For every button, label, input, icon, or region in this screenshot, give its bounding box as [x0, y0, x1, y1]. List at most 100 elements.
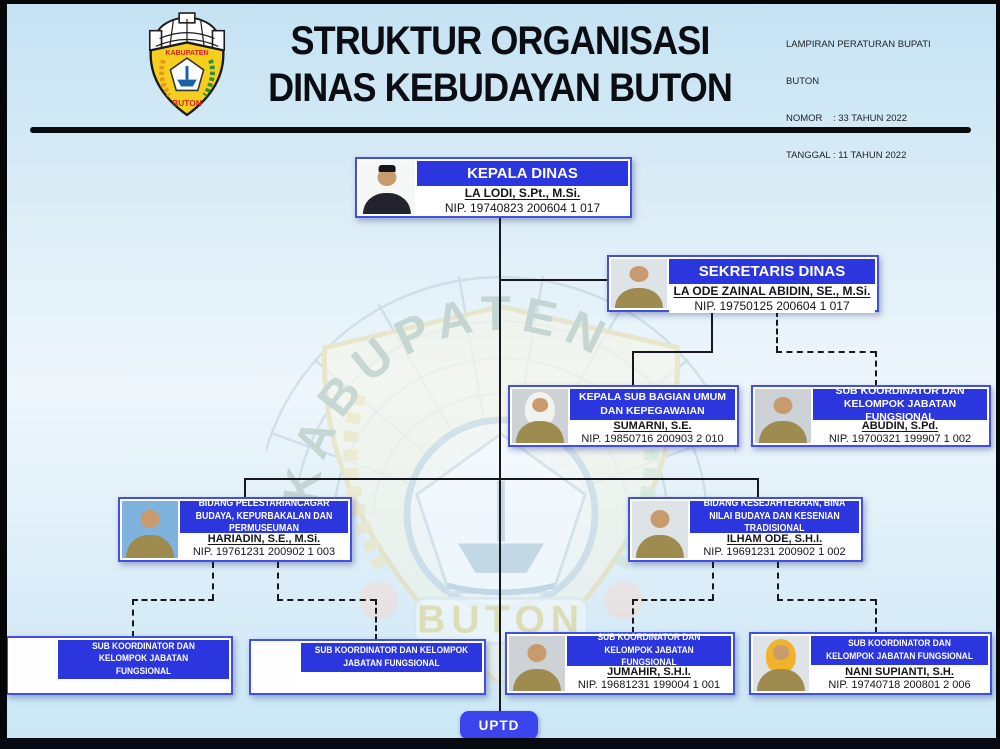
- subkoor-sekretariat-title: SUB KOORDINATOR DAN KELOMPOK JABATAN FUN…: [813, 385, 987, 423]
- logo-ship: [177, 65, 197, 87]
- connector-dashed-sekretaris-right-down: [776, 311, 778, 352]
- subkoor-4-name: NANI SUPIANTI, S.H.: [845, 665, 954, 678]
- org-box-subkoor-sekretariat: SUB KOORDINATOR DAN KELOMPOK JABATAN FUN…: [751, 385, 991, 447]
- connector-sekretaris-down: [711, 311, 713, 353]
- connector-bidang-horizontal: [244, 478, 759, 480]
- subkoor-3-name: JUMAHIR, S.H.I.: [607, 666, 691, 678]
- kasubbag-name: SUMARNI, S.E.: [613, 420, 692, 432]
- connector-dashed-bidleft-b: [132, 599, 214, 601]
- header-divider-line: [30, 127, 971, 133]
- connector-sekretaris-left: [632, 351, 713, 353]
- yellow-hijab-icon: [765, 639, 797, 674]
- page-title-line2: DINAS KEBUDAYAN BUTON: [268, 66, 733, 111]
- logo-buton-text: BUTON: [172, 98, 201, 108]
- org-box-bidang-kesejahteraan: BIDANG KESEJAHTERAAN, BINA NILAI BUDAYA …: [628, 497, 863, 562]
- kepala-dinas-title: KEPALA DINAS: [417, 161, 628, 186]
- page-title-line1: STRUKTUR ORGANISASI: [290, 19, 711, 63]
- watermark-wreath-left: [342, 392, 392, 577]
- bidang-kesejahteraan-photo: [632, 501, 688, 558]
- logo-wreath-right: [202, 59, 215, 97]
- subkoor-1-info: [58, 679, 229, 691]
- bidang-kesejahteraan-name: ILHAM ODE, S.H.I.: [726, 533, 823, 545]
- sekretaris-nip: NIP. 19750125 200604 1 017: [694, 299, 850, 313]
- subkoor-sekretariat-name: ABUDIN, S.Pd.: [861, 420, 939, 432]
- org-box-kasubbag-umum: KEPALA SUB BAGIAN UMUM DAN KEPEGAWAIAN S…: [508, 385, 739, 447]
- bidang-kesejahteraan-content: BIDANG KESEJAHTERAAN, BINA NILAI BUDAYA …: [690, 498, 859, 558]
- connector-dashed-bidright-a: [712, 562, 714, 600]
- connector-dashed-to-subkoor2: [375, 599, 377, 640]
- uptd-box: UPTD: [460, 711, 538, 740]
- subkoor-2-info: [301, 672, 482, 691]
- org-box-subkoor-2: SUB KOORDINATOR DAN KELOMPOK JABATAN FUN…: [249, 639, 486, 695]
- connector-to-kasubbag: [632, 351, 634, 386]
- watermark-ship: [447, 480, 555, 596]
- bidang-pelestarian-name: HARIADIN, S.E., M.Si.: [207, 533, 321, 545]
- subkoor-4-info: NANI SUPIANTI, S.H. NIP. 19740718 200801…: [811, 665, 988, 691]
- kasubbag-title: KEPALA SUB BAGIAN UMUM DAN KEPEGAWAIAN: [570, 389, 735, 420]
- bidang-pelestarian-content: BIDANG PELESTARIANCAGAR BUDAYA, KEPURBAK…: [180, 498, 348, 558]
- bidang-pelestarian-photo: [122, 501, 178, 558]
- connector-dashed-bidright-c: [777, 562, 779, 600]
- org-box-kepala-dinas: KEPALA DINAS LA LODI, S.Pt., M.Si. NIP. …: [355, 157, 632, 218]
- connector-dashed-to-subkoor3: [632, 599, 634, 633]
- subkoor-sekretariat-info: ABUDIN, S.Pd. NIP. 19700321 199907 1 002: [813, 420, 987, 445]
- subkoor-3-photo: [509, 636, 565, 691]
- subkoor-1-title: SUB KOORDINATOR DAN KELOMPOK JABATAN FUN…: [58, 640, 229, 680]
- subkoor-2-content: SUB KOORDINATOR DAN KELOMPOK JABATAN FUN…: [301, 643, 482, 691]
- subkoor-1-content: SUB KOORDINATOR DAN KELOMPOK JABATAN FUN…: [58, 640, 229, 691]
- subkoor-3-nip: NIP. 19681231 199004 1 001: [577, 679, 721, 691]
- regulation-annotation: LAMPIRAN PERATURAN BUPATI BUTON NOMOR : …: [786, 38, 931, 161]
- watermark-ornament-left: [359, 580, 399, 620]
- connector-dashed-to-subkoor1: [132, 599, 134, 637]
- subkoor-3-content: SUB KOORDINATOR DAN KELOMPOK JABATAN FUN…: [567, 632, 731, 691]
- subkoor-sekretariat-content: SUB KOORDINATOR DAN KELOMPOK JABATAN FUN…: [813, 385, 987, 445]
- org-box-subkoor-1: SUB KOORDINATOR DAN KELOMPOK JABATAN FUN…: [6, 636, 233, 695]
- subkoor-3-title: SUB KOORDINATOR DAN KELOMPOK JABATAN FUN…: [567, 632, 731, 668]
- subkoor-2-title: SUB KOORDINATOR DAN KELOMPOK JABATAN FUN…: [301, 643, 482, 672]
- subkoor-3-info: JUMAHIR, S.H.I. NIP. 19681231 199004 1 0…: [567, 666, 731, 691]
- org-box-sekretaris: SEKRETARIS DINAS LA ODE ZAINAL ABIDIN, S…: [607, 255, 879, 313]
- kepala-dinas-photo: [359, 161, 415, 214]
- connector-to-bidang-left: [244, 478, 246, 498]
- connector-dashed-to-subkoor-sek: [875, 351, 877, 386]
- sekretaris-name: LA ODE ZAINAL ABIDIN, SE., M.Si.: [673, 284, 871, 298]
- connector-dashed-bidleft-a: [212, 562, 214, 600]
- frame-edge-right: [996, 0, 1000, 749]
- connector-dashed-bidright-d: [777, 599, 876, 601]
- connector-to-bidang-right: [757, 478, 759, 498]
- frame-edge-bottom: [0, 738, 1000, 749]
- frame-edge-top: [0, 0, 1000, 4]
- subkoor-4-content: SUB KOORDINATOR DAN KELOMPOK JABATAN FUN…: [811, 636, 988, 691]
- subkoor-4-title: SUB KOORDINATOR DAN KELOMPOK JABATAN FUN…: [811, 636, 988, 665]
- kepala-dinas-content: KEPALA DINAS LA LODI, S.Pt., M.Si. NIP. …: [417, 161, 628, 215]
- sekretaris-title: SEKRETARIS DINAS: [669, 259, 875, 284]
- sekretaris-photo: [611, 259, 667, 308]
- subkoor-sekretariat-nip: NIP. 19700321 199907 1 002: [828, 433, 972, 445]
- page-title: STRUKTUR ORGANISASI DINAS KEBUDAYAN BUTO…: [257, 18, 743, 112]
- bidang-pelestarian-title: BIDANG PELESTARIANCAGAR BUDAYA, KEPURBAK…: [180, 498, 348, 534]
- connector-center-vertical: [499, 218, 501, 712]
- subkoor-sekretariat-photo: [755, 389, 811, 443]
- kabupaten-buton-logo: KABUPATEN BUTON: [148, 12, 226, 117]
- kepala-dinas-name: LA LODI, S.Pt., M.Si.: [464, 186, 581, 200]
- subkoor-4-photo: [753, 636, 809, 691]
- kasubbag-nip: NIP. 19850716 200903 2 010: [581, 433, 724, 445]
- bidang-kesejahteraan-nip: NIP. 19691231 200902 1 002: [703, 546, 846, 558]
- connector-dashed-sekretaris-right: [776, 351, 876, 353]
- org-box-subkoor-4: SUB KOORDINATOR DAN KELOMPOK JABATAN FUN…: [749, 632, 992, 695]
- sekretaris-content: SEKRETARIS DINAS LA ODE ZAINAL ABIDIN, S…: [669, 259, 875, 313]
- connector-to-sekretaris: [500, 279, 608, 281]
- org-box-bidang-pelestarian: BIDANG PELESTARIANCAGAR BUDAYA, KEPURBAK…: [118, 497, 352, 562]
- subkoor-1-photo-vacant: [10, 640, 56, 691]
- connector-dashed-bidleft-d: [277, 599, 376, 601]
- connector-dashed-to-subkoor4: [875, 599, 877, 633]
- logo-kabupaten-text: KABUPATEN: [165, 50, 208, 57]
- subkoor-4-nip: NIP. 19740718 200801 2 006: [828, 678, 971, 691]
- bidang-pelestarian-nip: NIP. 19761231 200902 1 003: [192, 546, 336, 558]
- white-hijab-icon: [524, 392, 556, 426]
- bidang-pelestarian-info: HARIADIN, S.E., M.Si. NIP. 19761231 2009…: [180, 533, 348, 558]
- peci-hat-icon: [378, 165, 396, 172]
- bidang-kesejahteraan-title: BIDANG KESEJAHTERAAN, BINA NILAI BUDAYA …: [690, 498, 859, 534]
- logo-wreath-left: [159, 59, 172, 97]
